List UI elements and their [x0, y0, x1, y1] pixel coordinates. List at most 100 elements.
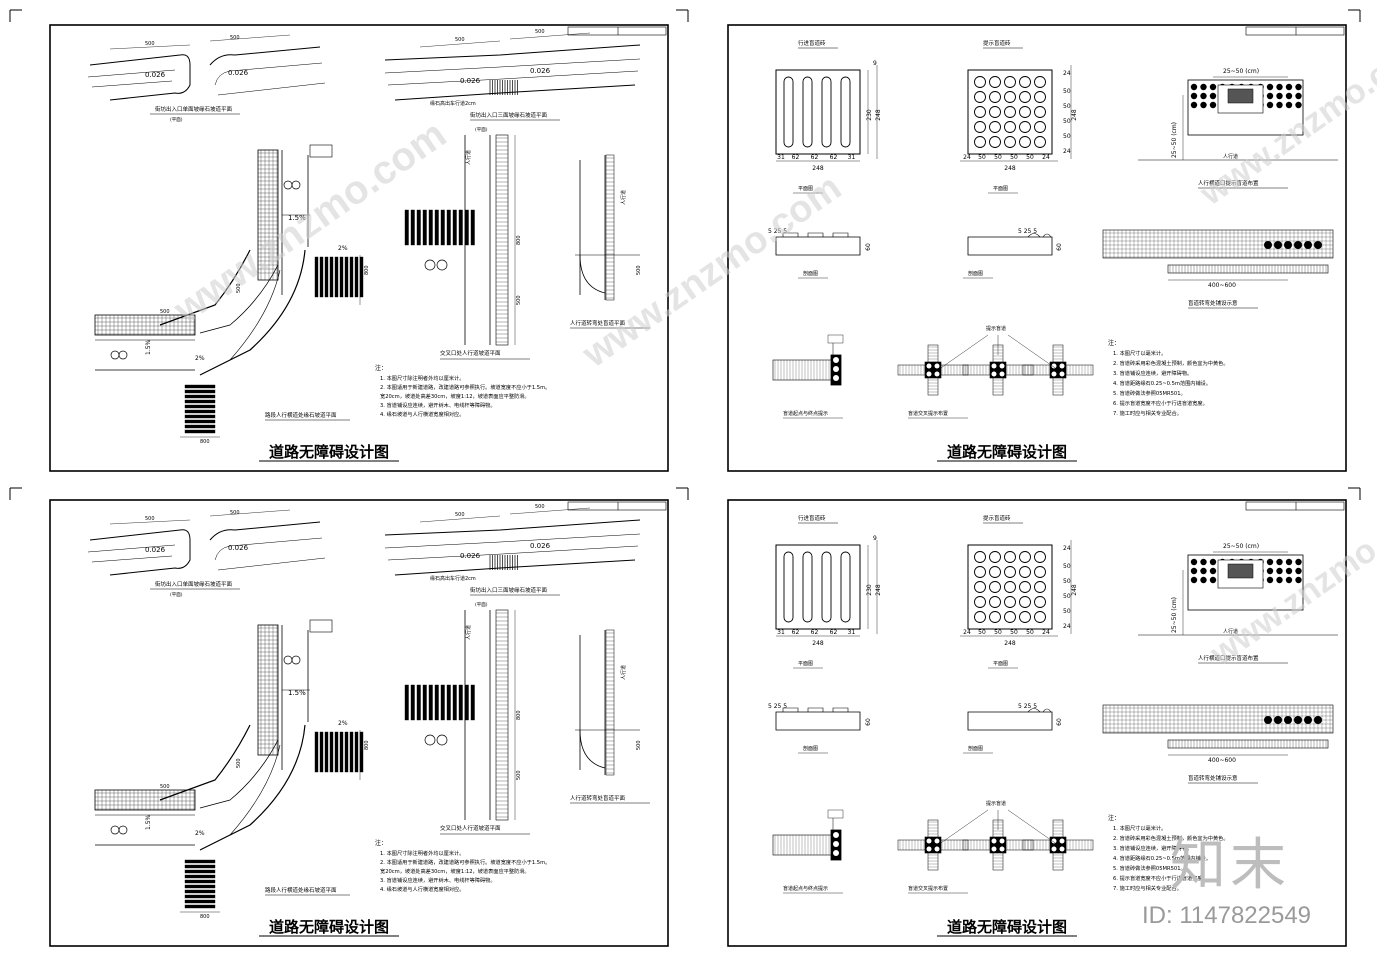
- rect: [422, 209, 427, 246]
- dim-label: 500: [236, 758, 242, 768]
- rect: [334, 256, 339, 298]
- bicycle-icon: [110, 825, 120, 835]
- view-label: 剖面图: [803, 270, 818, 277]
- warning-dot: [1209, 576, 1217, 584]
- warning-dot: [1294, 241, 1302, 249]
- tile-title: 行进盲道砖: [798, 39, 826, 47]
- warning-dot: [1200, 92, 1207, 100]
- warning-dot: [1276, 576, 1283, 584]
- path: [387, 70, 639, 86]
- warning-dot: [1276, 567, 1283, 575]
- note-line: 1. 本图尺寸以毫米计。: [1113, 349, 1166, 357]
- warning-dot: [1314, 716, 1322, 724]
- note-line: 4. 盲道距路缘石0.25~0.5m范围内铺设。: [1113, 379, 1211, 387]
- rect: [446, 209, 451, 246]
- dim-label: 50: [1026, 154, 1034, 161]
- note-line: 3. 盲道铺设应连续，避开障碍物。: [1113, 844, 1192, 852]
- notes: 注：1. 本图尺寸除注明者外均以厘米计。2. 本图适用于新建道路，改建道路可参照…: [375, 839, 550, 893]
- rect: [495, 134, 509, 346]
- line: [509, 32, 591, 40]
- dim-label: 248: [1004, 165, 1016, 172]
- id-label: ID: 1147822549: [1142, 902, 1312, 929]
- warning-dot: [989, 121, 1001, 133]
- dim-label: 50: [1026, 629, 1034, 636]
- rect: [314, 256, 319, 298]
- warning-dot: [989, 551, 1001, 563]
- warning-dot: [1264, 716, 1272, 724]
- warning-dot: [1004, 551, 1016, 563]
- rect: [605, 154, 615, 301]
- note: (平面): [170, 117, 183, 123]
- rect: [344, 731, 349, 773]
- dim-label: 31: [848, 154, 856, 161]
- dim-label: 25~50 (cm): [1223, 543, 1259, 550]
- warning-dot: [1019, 566, 1031, 578]
- view-label: 平面图: [798, 661, 813, 667]
- note-line: 宽20cm，坡道处高差30cm，坡度1:12，坡道表面应平整防滑。: [380, 392, 530, 400]
- path: [384, 58, 641, 74]
- guide-bar: [783, 551, 794, 623]
- path: [199, 249, 306, 376]
- rect: [827, 809, 844, 819]
- rect: [434, 684, 439, 721]
- dim-label: 62: [792, 154, 800, 161]
- dim-label: 248: [1071, 584, 1078, 596]
- rect: [967, 544, 1053, 630]
- warning-dot: [974, 581, 986, 593]
- bicycle-icon: [424, 734, 436, 746]
- rect: [772, 359, 834, 381]
- dim-label: 60: [865, 718, 872, 726]
- warning-dot: [989, 76, 1001, 88]
- dim-label: 24: [1063, 623, 1071, 630]
- dim-label: 500: [535, 504, 545, 510]
- warning-dot: [833, 375, 839, 381]
- rect: [319, 731, 324, 773]
- guide-bar: [840, 551, 851, 623]
- path: [775, 711, 861, 731]
- warning-dot: [1276, 558, 1283, 566]
- slope-label: 0.026: [145, 71, 166, 79]
- rect: [309, 619, 333, 633]
- caption: 盲道交叉提示布置: [908, 410, 948, 417]
- dim-label: 60: [1056, 718, 1063, 726]
- dim-label: 500: [236, 283, 242, 293]
- warning-dot: [1034, 91, 1046, 103]
- warning-dot: [999, 363, 1005, 369]
- warning-dot: [1276, 83, 1283, 91]
- warning-dot: [1294, 716, 1302, 724]
- bicycle-icon: [291, 655, 301, 665]
- dim-label: 248: [1071, 109, 1078, 121]
- warning-dot: [1059, 838, 1065, 844]
- dim-label: 25~50 (cm): [1223, 68, 1259, 75]
- rect: [184, 899, 216, 904]
- dim-label: 500: [160, 784, 170, 790]
- warning-dot: [1304, 716, 1312, 724]
- note-line: 2. 本图适用于新建道路，改建道路可参照执行。坡道宽度不应小于1.5m。: [380, 383, 550, 391]
- line: [419, 515, 501, 523]
- rect: [94, 789, 196, 811]
- label: 人行道: [620, 190, 627, 205]
- dim-label: 24: [1063, 545, 1071, 552]
- rect: [329, 256, 334, 298]
- rect: [184, 404, 216, 409]
- dim-label: 500: [535, 29, 545, 35]
- view-label: 剖面图: [968, 745, 983, 752]
- path: [775, 236, 861, 256]
- dim-label: 500: [516, 295, 522, 305]
- sec-dims: 5 25 5: [1018, 228, 1037, 235]
- bicycle-icon: [118, 350, 128, 360]
- label: 人行道: [1223, 628, 1238, 635]
- caption: 人行道转弯处盲道平面: [570, 794, 626, 802]
- warning-dot: [974, 611, 986, 623]
- guide-bar: [802, 76, 813, 148]
- path: [217, 557, 326, 571]
- slope-label: 0.026: [460, 77, 481, 85]
- warning-dot: [974, 551, 986, 563]
- rect: [428, 684, 433, 721]
